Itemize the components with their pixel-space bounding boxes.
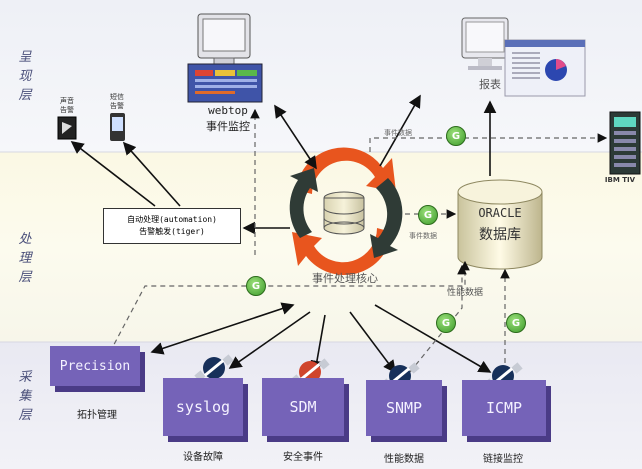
sound-alarm-icon <box>57 116 77 140</box>
sdm-box: SDM <box>262 378 344 436</box>
layer-label-presentation: 呈现层 <box>18 50 32 103</box>
layer-label-collection: 采集层 <box>18 370 32 423</box>
automation-line2: 告警触发(tiger) <box>139 227 205 236</box>
oracle-label-line2: 数据库 <box>479 227 521 243</box>
syslog-box: syslog <box>163 378 243 436</box>
webtop-subtitle: 事件监控 <box>206 120 250 133</box>
sms-phone-icon <box>110 113 125 141</box>
oracle-label-line1: ORACLE <box>478 206 522 220</box>
icmp-caption: 链接监控 <box>483 454 523 465</box>
report-monitor-icon <box>461 17 586 97</box>
flow-arrows <box>70 94 497 374</box>
g-badge-3: G <box>246 276 266 296</box>
event-core-label: 事件处理核心 <box>312 272 378 285</box>
g-badge-4: G <box>436 313 456 333</box>
sdm-caption: 安全事件 <box>283 452 323 463</box>
oracle-db-cylinder <box>457 179 543 270</box>
flow-label-perf-data: 性能数据 <box>446 288 483 298</box>
precision-box: Precision <box>50 346 140 386</box>
precision-caption: 拓扑管理 <box>77 410 117 421</box>
syslog-satellite-icon <box>194 354 234 382</box>
report-label: 报表 <box>479 78 501 91</box>
snmp-box: SNMP <box>366 380 442 436</box>
ibm-tiv-server-icon <box>609 111 641 175</box>
data-flow-dashed <box>109 108 608 373</box>
snmp-caption: 性能数据 <box>384 454 424 465</box>
g-badge-2: G <box>418 205 438 225</box>
flow-label-event-data-mid: 事件数据 <box>409 232 437 240</box>
syslog-caption: 设备故障 <box>183 452 223 463</box>
sound-alarm-label: 声音告警 <box>60 97 74 114</box>
g-badge-1: G <box>446 126 466 146</box>
g-badge-5: G <box>506 313 526 333</box>
webtop-monitor-icon <box>187 13 263 103</box>
flow-label-event-data-top: 事件数据 <box>384 129 412 137</box>
webtop-title: webtop <box>208 104 248 117</box>
ibm-tiv-label: IBM TIV <box>604 176 636 184</box>
layer-label-processing: 处理层 <box>18 232 32 285</box>
automation-box: 自动处理(automation) 告警触发(tiger) <box>103 208 241 244</box>
event-core-icon <box>289 147 403 276</box>
sms-alarm-label: 短信告警 <box>110 93 124 110</box>
icmp-box: ICMP <box>462 380 546 436</box>
automation-line1: 自动处理(automation) <box>127 215 217 224</box>
